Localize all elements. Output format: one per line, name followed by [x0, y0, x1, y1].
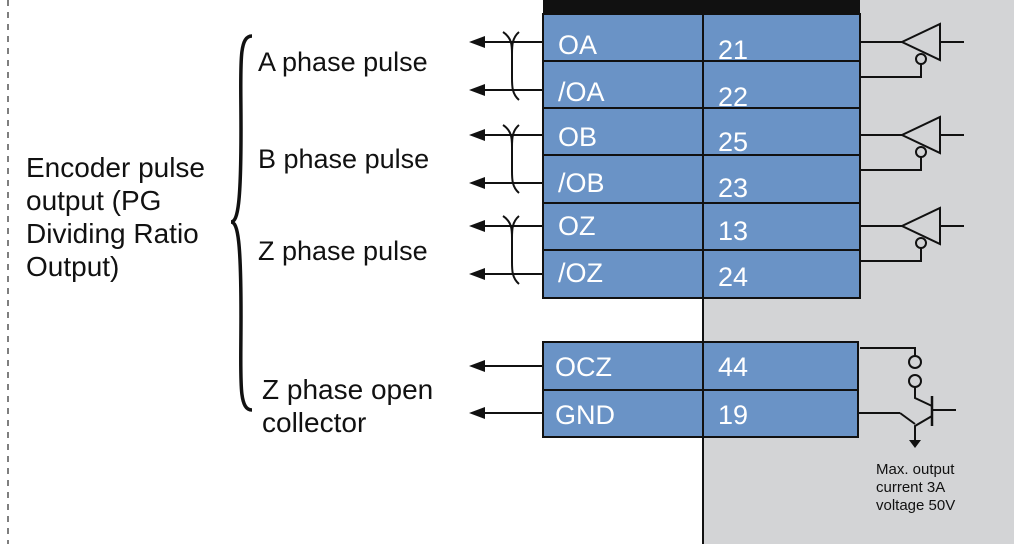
- twisted-pair-right: [511, 31, 520, 55]
- twisted-pair-left: [502, 31, 520, 101]
- signal-cell: /OB: [558, 168, 605, 198]
- arrow-head: [469, 177, 485, 189]
- pin-cell: 13: [718, 216, 749, 246]
- collector-wire: [914, 387, 933, 407]
- pin-cell-box: [702, 107, 861, 156]
- twisted-pair-left: [502, 215, 520, 285]
- a-phase-label: A phase pulse: [258, 47, 428, 77]
- arrow-head: [469, 407, 485, 419]
- pin-cell-box: [702, 202, 861, 251]
- note-line: Max. output: [876, 461, 955, 478]
- signal-cell-box: [542, 60, 704, 109]
- arrow-head: [469, 84, 485, 96]
- pin-cell: 23: [718, 173, 749, 203]
- arrow-head: [469, 360, 485, 372]
- open-collector-label: Z phase open collector: [262, 374, 434, 438]
- pin-cell: 19: [718, 400, 749, 430]
- pin-cell-box: [702, 341, 859, 391]
- driver-wire: [860, 248, 922, 262]
- pin-cell-box: [702, 249, 861, 299]
- signal-cell: OCZ: [555, 352, 612, 382]
- pin-cell: 24: [718, 262, 749, 292]
- driver-wire: [860, 157, 922, 171]
- diode-loop-icon: [908, 355, 922, 369]
- connector-top-cap: [543, 0, 860, 14]
- signal-cell: OZ: [558, 211, 596, 241]
- ground-icon: [909, 440, 921, 448]
- arrow-head: [469, 36, 485, 48]
- signal-cell-box: [542, 107, 704, 156]
- driver-wire: [860, 64, 922, 78]
- pin-cell-box: [702, 154, 861, 204]
- signal-cell-box: [542, 154, 704, 204]
- curly-brace: [230, 34, 253, 412]
- output-rating-note: Max. output current 3A voltage 50V: [876, 461, 955, 515]
- signal-cell: GND: [555, 400, 615, 430]
- signal-cell-box: [542, 389, 704, 438]
- pin-cell: 21: [718, 35, 749, 65]
- collector-wire: [860, 347, 916, 356]
- note-line: voltage 50V: [876, 497, 956, 514]
- signal-cell: /OA: [558, 77, 605, 107]
- arrow-head: [469, 129, 485, 141]
- twisted-pair-right: [511, 215, 520, 239]
- twisted-pair-right: [511, 124, 520, 148]
- z-phase-label: Z phase pulse: [258, 236, 428, 266]
- pin-cell: 25: [718, 127, 749, 157]
- group-label: Encoder pulse output (PG Dividing Ratio …: [26, 152, 206, 282]
- arrow-head: [469, 268, 485, 280]
- pin-cell-box: [702, 389, 859, 438]
- pin-cell: 44: [718, 352, 749, 382]
- signal-cell: OA: [558, 30, 598, 60]
- signal-cell: /OZ: [558, 258, 603, 288]
- b-phase-label: B phase pulse: [258, 144, 430, 174]
- twisted-pair-left: [502, 124, 520, 194]
- pin-cell: 22: [718, 82, 749, 112]
- signal-cell: OB: [558, 122, 598, 152]
- emitter-wire: [914, 415, 933, 440]
- arrow-head: [469, 220, 485, 232]
- gnd-wire: [899, 412, 916, 425]
- pin-cell-box: [702, 13, 861, 62]
- note-line: current 3A: [876, 479, 946, 496]
